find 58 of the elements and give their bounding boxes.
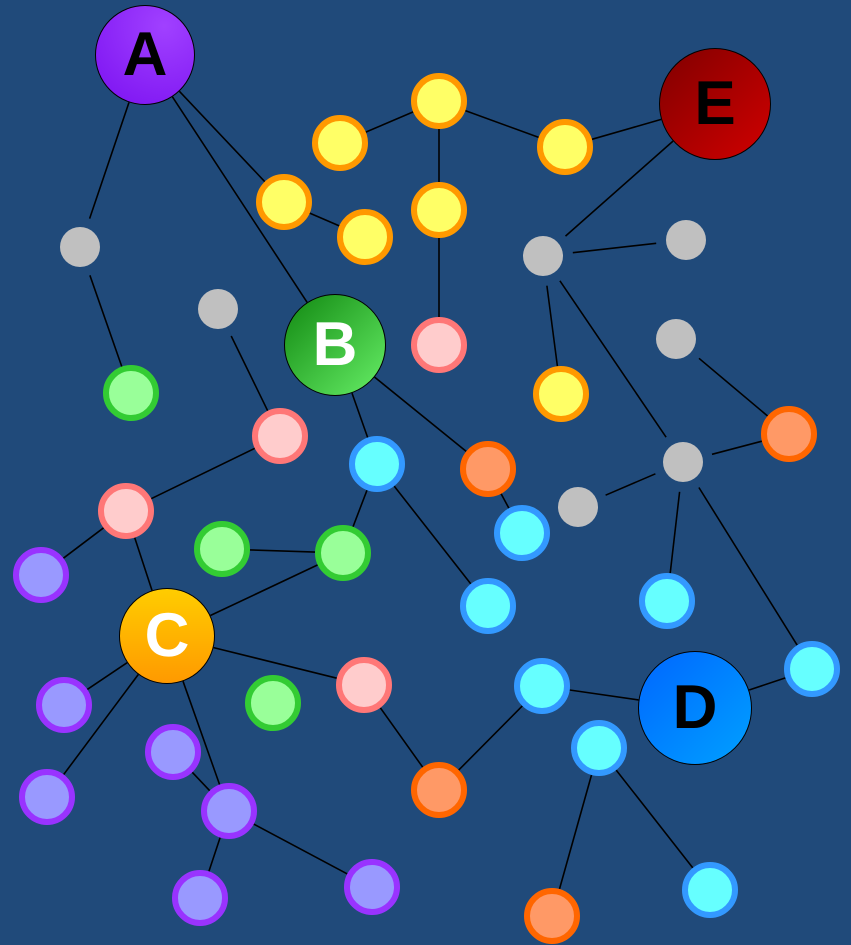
connector-line xyxy=(63,674,139,775)
connector-line xyxy=(192,772,210,792)
connector-line xyxy=(208,837,221,872)
connector-line xyxy=(394,486,472,584)
node-label: E xyxy=(694,73,736,135)
connector-line xyxy=(616,770,694,868)
connector-line xyxy=(374,376,467,452)
connector-line xyxy=(182,680,220,785)
connector-line xyxy=(669,492,680,574)
connector-line xyxy=(592,118,662,140)
connector-line xyxy=(230,336,268,412)
connector-line xyxy=(465,110,539,138)
connector-line xyxy=(351,392,368,438)
connector-line xyxy=(88,102,130,219)
connector-line xyxy=(558,774,592,890)
connector-line xyxy=(605,473,656,496)
connector-line xyxy=(559,280,667,438)
connector-line xyxy=(546,286,558,366)
node-circle xyxy=(145,724,201,780)
node-label: D xyxy=(672,677,718,739)
junction-dot xyxy=(523,236,563,276)
connector-line xyxy=(698,487,798,646)
connector-line xyxy=(570,689,639,701)
connector-line xyxy=(712,440,762,456)
connector-line xyxy=(500,493,510,509)
junction-dot xyxy=(558,487,598,527)
connector-line xyxy=(134,537,153,591)
junction-dot xyxy=(663,442,703,482)
connector-line xyxy=(250,549,316,553)
node-label: B xyxy=(312,314,358,376)
connector-line xyxy=(210,564,318,616)
connector-line xyxy=(438,238,440,317)
connector-line xyxy=(365,111,414,133)
connector-line xyxy=(309,212,340,227)
connector-line xyxy=(213,646,337,679)
connector-line xyxy=(89,275,123,367)
junction-dot xyxy=(656,319,696,359)
connector-line xyxy=(380,707,424,768)
connector-line xyxy=(86,662,128,690)
node-label: A xyxy=(122,24,168,86)
node-circle xyxy=(201,783,257,839)
connector-line xyxy=(748,677,786,691)
connector-line xyxy=(253,823,348,875)
connector-line xyxy=(62,527,104,559)
junction-dot xyxy=(60,227,100,267)
connector-line xyxy=(698,358,768,417)
junction-dot xyxy=(198,289,238,329)
connector-line xyxy=(178,90,266,182)
connector-line xyxy=(438,129,440,182)
connector-line xyxy=(564,140,674,237)
node-label: C xyxy=(144,605,190,667)
junction-dot xyxy=(666,220,706,260)
connector-line xyxy=(458,705,523,771)
connector-line xyxy=(150,448,256,500)
node-circle xyxy=(256,174,312,230)
connector-line xyxy=(572,242,656,254)
connector-line xyxy=(172,96,308,303)
connector-line xyxy=(352,490,368,528)
